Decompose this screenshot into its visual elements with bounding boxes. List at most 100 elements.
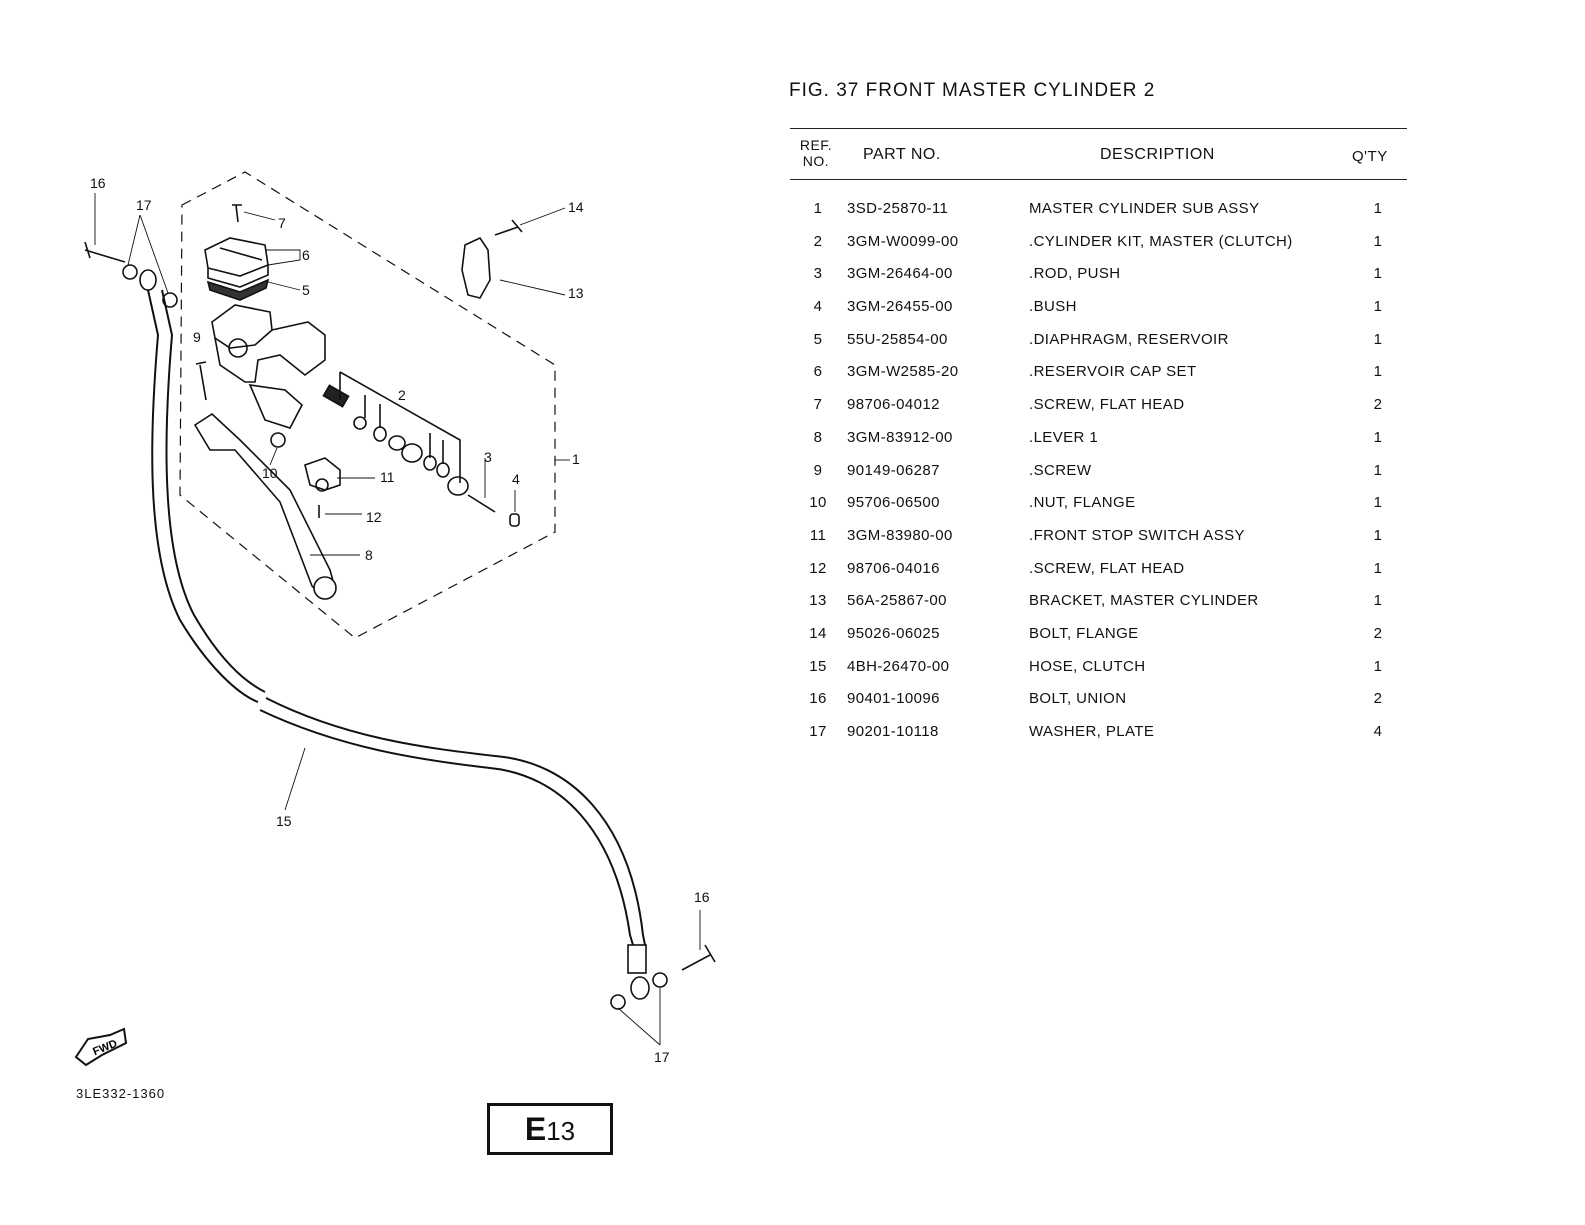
part-no-cell: 98706-04016 <box>847 559 940 577</box>
qty-cell: 1 <box>1373 265 1383 283</box>
description-cell: MASTER CYLINDER SUB ASSY <box>1029 200 1260 217</box>
header-ref-line2: NO. <box>802 153 830 169</box>
part-no-cell: 3GM-26455-00 <box>847 298 953 316</box>
washer-part <box>122 264 138 280</box>
ref-no-cell: 9 <box>813 461 823 479</box>
callout-14: 14 <box>568 199 584 215</box>
part-no-cell: 3SD-25870-11 <box>847 200 949 217</box>
flange-nut-part <box>270 432 286 448</box>
diaphragm-part <box>206 278 270 301</box>
bush-part <box>509 513 520 527</box>
description-cell: .RESERVOIR CAP SET <box>1029 363 1197 381</box>
qty-cell: 1 <box>1373 526 1383 544</box>
washer-part <box>652 972 668 988</box>
callout-13: 13 <box>568 285 584 301</box>
callout-16: 16 <box>90 175 106 191</box>
reservoir-cap-part <box>204 237 269 288</box>
ref-no-cell: 13 <box>809 592 827 610</box>
callout-2: 2 <box>398 387 406 403</box>
callout-10: 10 <box>262 465 278 481</box>
qty-cell: 4 <box>1373 723 1383 740</box>
table-row: 7 98706-04012 .SCREW, FLAT HEAD 2 <box>790 388 1407 421</box>
table-header: REF. NO. PART NO. DESCRIPTION Q'TY <box>790 129 1407 179</box>
description-cell: .ROD, PUSH <box>1029 265 1121 283</box>
flange-bolt-part <box>494 219 523 236</box>
page-number: 13 <box>546 1116 576 1146</box>
master-cylinder-body-part <box>211 304 326 429</box>
header-ref-no: REF. NO. <box>796 137 836 169</box>
clutch-hose-part <box>147 289 259 703</box>
screw-7-part <box>232 204 242 223</box>
screw-9-part <box>195 361 207 401</box>
union-bolt-bottom-part <box>681 944 716 971</box>
part-no-cell: 3GM-83912-00 <box>847 428 953 446</box>
part-no-cell: 3GM-83980-00 <box>847 526 953 544</box>
header-qty: Q'TY <box>1352 148 1388 165</box>
callout-15: 15 <box>276 813 292 829</box>
callout-11: 11 <box>380 469 395 485</box>
callout-4: 4 <box>512 471 520 487</box>
qty-cell: 1 <box>1373 330 1383 348</box>
header-ref-line1: REF. <box>799 137 833 153</box>
callout-16: 16 <box>694 889 710 905</box>
ref-no-cell: 5 <box>813 330 823 348</box>
qty-cell: 2 <box>1373 624 1383 642</box>
qty-cell: 1 <box>1373 428 1383 446</box>
ref-no-cell: 17 <box>809 723 827 740</box>
callout-17: 17 <box>654 1049 670 1065</box>
ref-no-cell: 10 <box>809 494 827 512</box>
description-cell: .SCREW, FLAT HEAD <box>1029 559 1185 577</box>
table-row: 8 3GM-83912-00 .LEVER 1 1 <box>790 421 1407 454</box>
part-no-cell: 4BH-26470-00 <box>847 657 950 675</box>
description-cell: BRACKET, MASTER CYLINDER <box>1029 592 1259 610</box>
callout-6: 6 <box>302 247 310 263</box>
ref-no-cell: 1 <box>813 200 823 217</box>
bracket-part <box>461 236 491 299</box>
description-cell: .CYLINDER KIT, MASTER (CLUTCH) <box>1029 232 1293 250</box>
description-cell: .FRONT STOP SWITCH ASSY <box>1029 526 1245 544</box>
callout-5: 5 <box>302 282 310 298</box>
part-no-cell: 98706-04012 <box>847 396 940 414</box>
ref-no-cell: 12 <box>809 559 827 577</box>
qty-cell: 2 <box>1373 396 1383 414</box>
description-cell: .LEVER 1 <box>1029 428 1099 446</box>
part-no-cell: 55U-25854-00 <box>847 330 948 348</box>
table-header-rule <box>790 179 1407 180</box>
ref-no-cell: 2 <box>813 232 823 250</box>
ref-no-cell: 6 <box>813 363 823 381</box>
table-row: 2 3GM-W0099-00 .CYLINDER KIT, MASTER (CLUT… <box>790 225 1407 258</box>
ref-no-cell: 7 <box>813 396 823 414</box>
part-no-cell: 3GM-26464-00 <box>847 265 953 283</box>
qty-cell: 1 <box>1373 363 1383 381</box>
description-cell: HOSE, CLUTCH <box>1029 657 1146 675</box>
part-no-cell: 90201-10118 <box>847 723 939 740</box>
callout-1: 1 <box>572 451 580 467</box>
washer-part <box>610 994 626 1010</box>
ref-no-cell: 8 <box>813 428 823 446</box>
table-row: 1 3SD-25870-11 MASTER CYLINDER SUB ASSY 1 <box>790 192 1407 225</box>
push-rod-part <box>467 494 496 513</box>
header-part-no: PART NO. <box>863 146 941 163</box>
assembly-boundary <box>179 171 556 639</box>
description-cell: WASHER, PLATE <box>1029 723 1155 740</box>
part-no-cell: 3GM-W0099-00 <box>847 232 959 250</box>
part-no-cell: 90149-06287 <box>847 461 940 479</box>
description-cell: .SCREW, FLAT HEAD <box>1029 396 1185 414</box>
forward-direction-marker: FWD <box>72 1025 130 1074</box>
description-cell: .NUT, FLANGE <box>1029 494 1136 512</box>
qty-cell: 1 <box>1373 592 1383 610</box>
banjo-fitting-part <box>630 976 650 1000</box>
forward-arrow-icon: FWD <box>74 1027 128 1067</box>
qty-cell: 1 <box>1373 200 1383 217</box>
